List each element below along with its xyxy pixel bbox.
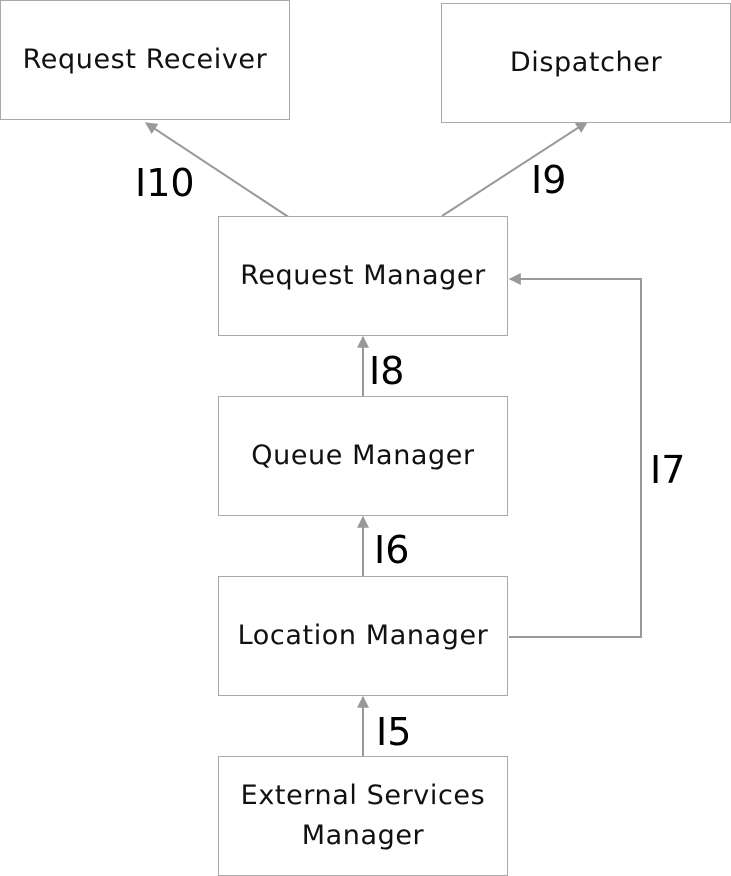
interface-label-i9: I9 <box>531 158 567 202</box>
queue-manager-label: Queue Manager <box>251 440 475 471</box>
dispatcher-node: Dispatcher <box>441 3 731 123</box>
location-manager-label: Location Manager <box>237 620 489 651</box>
interface-label-i7: I7 <box>650 448 686 492</box>
dispatcher-label: Dispatcher <box>509 47 663 78</box>
external-services-manager-label-line2: Manager <box>301 820 425 851</box>
arrow-i10 <box>144 122 291 219</box>
queue-manager-node: Queue Manager <box>218 396 508 516</box>
arrow-i7 <box>508 273 642 638</box>
external-services-manager-label-line1: External Services <box>240 780 486 811</box>
interface-label-i6: I6 <box>374 528 410 572</box>
interface-label-i5: I5 <box>376 710 412 754</box>
interface-label-i8: I8 <box>369 349 405 393</box>
arrow-i9 <box>441 121 589 217</box>
request-manager-label: Request Manager <box>240 260 486 291</box>
location-manager-node: Location Manager <box>218 576 508 696</box>
interface-label-i10: I10 <box>135 161 195 205</box>
external-services-manager-node: External Services Manager <box>218 756 508 876</box>
request-receiver-label: Request Receiver <box>22 44 268 75</box>
request-manager-node: Request Manager <box>218 216 508 336</box>
request-receiver-node: Request Receiver <box>0 0 290 120</box>
